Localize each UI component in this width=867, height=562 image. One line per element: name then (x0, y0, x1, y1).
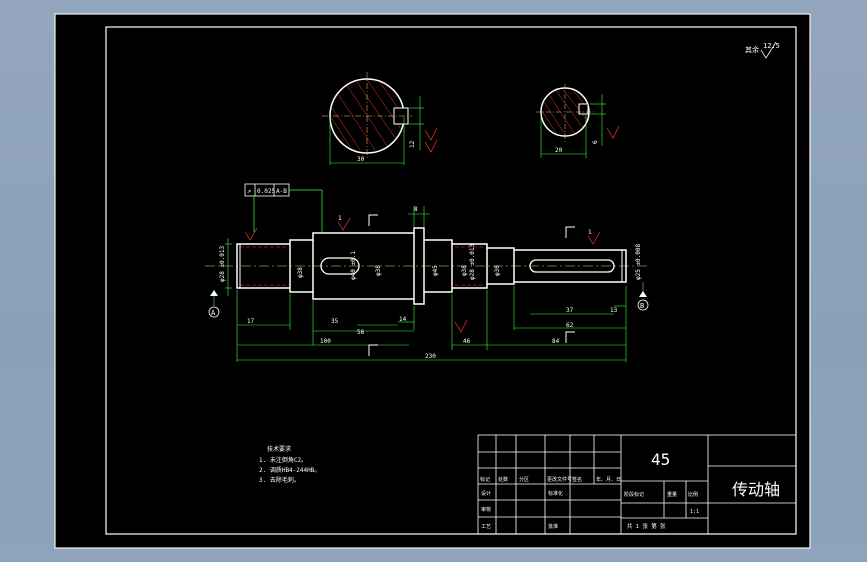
title-block (477, 434, 797, 535)
dim-d1: φ28 ±0.013 (219, 245, 226, 282)
material-label: 45 (651, 450, 670, 469)
section-mark-1: 1 (338, 215, 342, 222)
dim-l3: 56 (357, 329, 365, 336)
section-view-2: 20 6 (536, 84, 620, 158)
dim-d4: φ38 (375, 265, 382, 276)
left-label-4: 更改文件号 (547, 476, 572, 483)
dim-l7: 37 (566, 307, 574, 314)
dim-d2: φ38 (297, 267, 304, 278)
sec2-key-label: 6 (592, 140, 599, 144)
roughness-note: 其余 12.5 (745, 41, 780, 59)
sec2-dia-label: 20 (555, 147, 563, 154)
dimension-lines (213, 206, 644, 362)
section-view-1: 30 12 (322, 72, 438, 165)
left-label-1: 标记 (480, 476, 490, 483)
left-label-2: 处数 (498, 476, 508, 483)
tolerance-symbol: ↗ (247, 187, 251, 195)
tech-item-1: 1. 未注倒角C2。 (259, 456, 307, 464)
technical-requirements: 技术要求 1. 未注倒角C2。 2. 调质HB4-244HB。 3. 去除毛刺。 (259, 445, 320, 484)
dim-d7: φ28 ±0.013 (469, 243, 476, 280)
datum-b: B (637, 291, 649, 311)
scale-value: 1:1 (690, 509, 699, 515)
row-label-2: 标准化 (548, 490, 563, 497)
row-label-4: 工艺 (481, 524, 491, 530)
datum-b-label: B (640, 302, 644, 310)
row-label-3: 审核 (481, 506, 491, 513)
dim-l2: 35 (331, 318, 339, 325)
mid-label-2: 重量 (667, 491, 677, 498)
section-mark-2: 1 (588, 229, 592, 236)
left-label-6: 年、月、日 (596, 476, 621, 483)
left-label-3: 分区 (519, 476, 529, 483)
tolerance-value: 0.025 (257, 188, 275, 195)
row-label-5: 批准 (548, 523, 558, 530)
dim-l5: 100 (320, 338, 331, 345)
mid-label-1: 阶段标记 (624, 491, 644, 498)
dim-l11: 84 (552, 338, 560, 345)
section-marks (368, 214, 575, 356)
tech-item-2: 2. 调质HB4-244HB。 (259, 466, 320, 474)
model-space (54, 13, 811, 549)
datum-a: A (208, 290, 220, 318)
datum-a-label: A (211, 309, 216, 317)
dim-d5: φ45 (432, 265, 439, 276)
dim-l4: 14 (399, 316, 407, 323)
dim-l1: 17 (247, 318, 255, 325)
dimension-texts: φ28 ±0.013 φ38 φ40 ±0.1 φ38 φ45 φ38 φ28 … (219, 206, 642, 360)
roughness-note-label: 其余 (745, 45, 759, 54)
dim-d6: φ38 (461, 265, 468, 276)
row-label-1: 设计 (481, 490, 491, 497)
shaft-main-view (205, 227, 650, 305)
sec1-key-label: 12 (409, 140, 416, 148)
dim-l9: 62 (566, 322, 574, 329)
dim-l10: 46 (463, 338, 471, 345)
drawing-frame (105, 26, 797, 535)
mid-label-3: 比例 (688, 491, 698, 498)
dim-l6: 8 (414, 206, 418, 213)
sec1-dia-label: 30 (357, 156, 365, 163)
tech-item-3: 3. 去除毛刺。 (259, 476, 300, 484)
part-name: 传动轴 (732, 480, 780, 499)
tolerance-frame: ↗ 0.025 A-B (244, 183, 323, 232)
tolerance-ref: A-B (276, 188, 287, 195)
dim-d3: φ40 ±0.1 (350, 251, 357, 280)
roughness-value: 12.5 (763, 42, 780, 50)
dim-d8: φ30 (494, 265, 501, 276)
dim-total: 230 (425, 353, 436, 360)
dim-l8: 13 (610, 307, 618, 314)
dim-d9: φ25 ±0.008 (635, 243, 642, 280)
sheet-text: 共 1 张 第 张 (627, 522, 666, 530)
left-label-5: 签名 (572, 476, 582, 483)
tech-title: 技术要求 (267, 445, 291, 453)
title-block-text: 45 传动轴 1:1 共 1 张 第 张 阶段标记 重量 比例 标记 处数 分区… (480, 450, 780, 530)
